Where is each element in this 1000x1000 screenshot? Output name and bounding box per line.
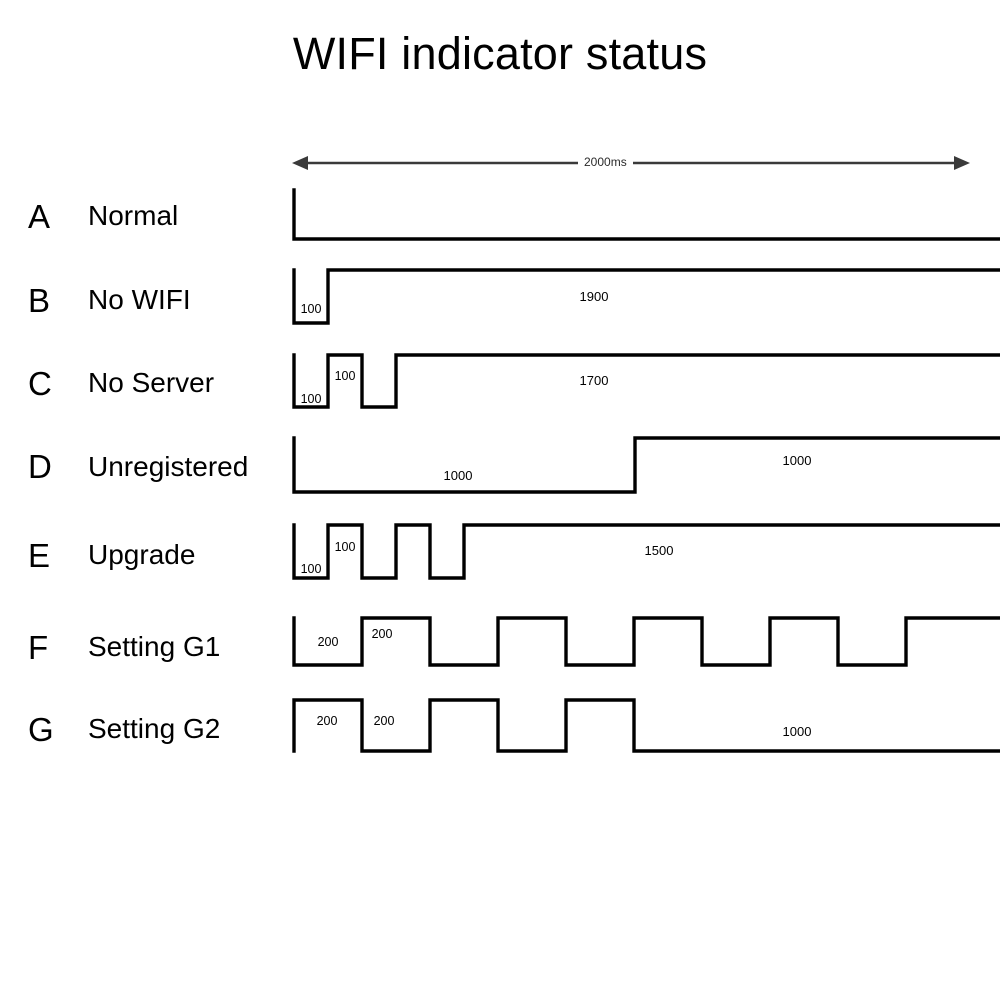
row-label-unregistered: Unregistered — [88, 451, 249, 482]
row-label-no-server: No Server — [88, 367, 215, 398]
row-letter-f: F — [28, 629, 49, 666]
row-letter-b: B — [28, 282, 51, 319]
waveform-row-c — [292, 353, 1000, 409]
duration-c-1700: 1700 — [579, 373, 609, 388]
waveform-row-g — [292, 698, 1000, 753]
waveform-row-a — [292, 188, 1000, 241]
waveform-row-f — [292, 616, 1000, 667]
duration-f-200-low: 200 — [317, 635, 339, 649]
duration-e-100-high: 100 — [334, 540, 356, 554]
duration-e-1500: 1500 — [644, 543, 674, 558]
duration-g-1000: 1000 — [782, 724, 812, 739]
row-label-no-wifi: No WIFI — [88, 284, 191, 315]
arrow-left-icon — [292, 156, 308, 170]
duration-d-1000-low: 1000 — [443, 468, 473, 483]
duration-c-100-low: 100 — [300, 392, 322, 406]
waveform-row-e — [292, 523, 1000, 580]
row-label-setting-g2: Setting G2 — [88, 713, 221, 744]
row-letter-e: E — [28, 537, 51, 574]
waveform-row-d — [292, 436, 1000, 494]
duration-e-100-low: 100 — [300, 562, 322, 576]
arrow-right-icon — [954, 156, 970, 170]
duration-b-100: 100 — [300, 302, 322, 316]
duration-axis-label: 2000ms — [578, 156, 633, 168]
row-letter-g: G — [28, 711, 54, 748]
page-title: WIFI indicator status — [292, 28, 708, 79]
row-label-setting-g1: Setting G1 — [88, 631, 221, 662]
duration-c-100-high: 100 — [334, 369, 356, 383]
row-label-normal: Normal — [88, 200, 179, 231]
row-label-upgrade: Upgrade — [88, 539, 196, 570]
duration-f-200-high: 200 — [371, 627, 393, 641]
duration-g-200-high: 200 — [316, 714, 338, 728]
duration-d-1000-high: 1000 — [782, 453, 812, 468]
row-letter-a: A — [28, 198, 51, 235]
row-letter-d: D — [28, 448, 52, 485]
duration-g-200-low: 200 — [373, 714, 395, 728]
row-letter-c: C — [28, 365, 52, 402]
duration-b-1900: 1900 — [579, 289, 609, 304]
waveform-row-b — [292, 268, 1000, 325]
